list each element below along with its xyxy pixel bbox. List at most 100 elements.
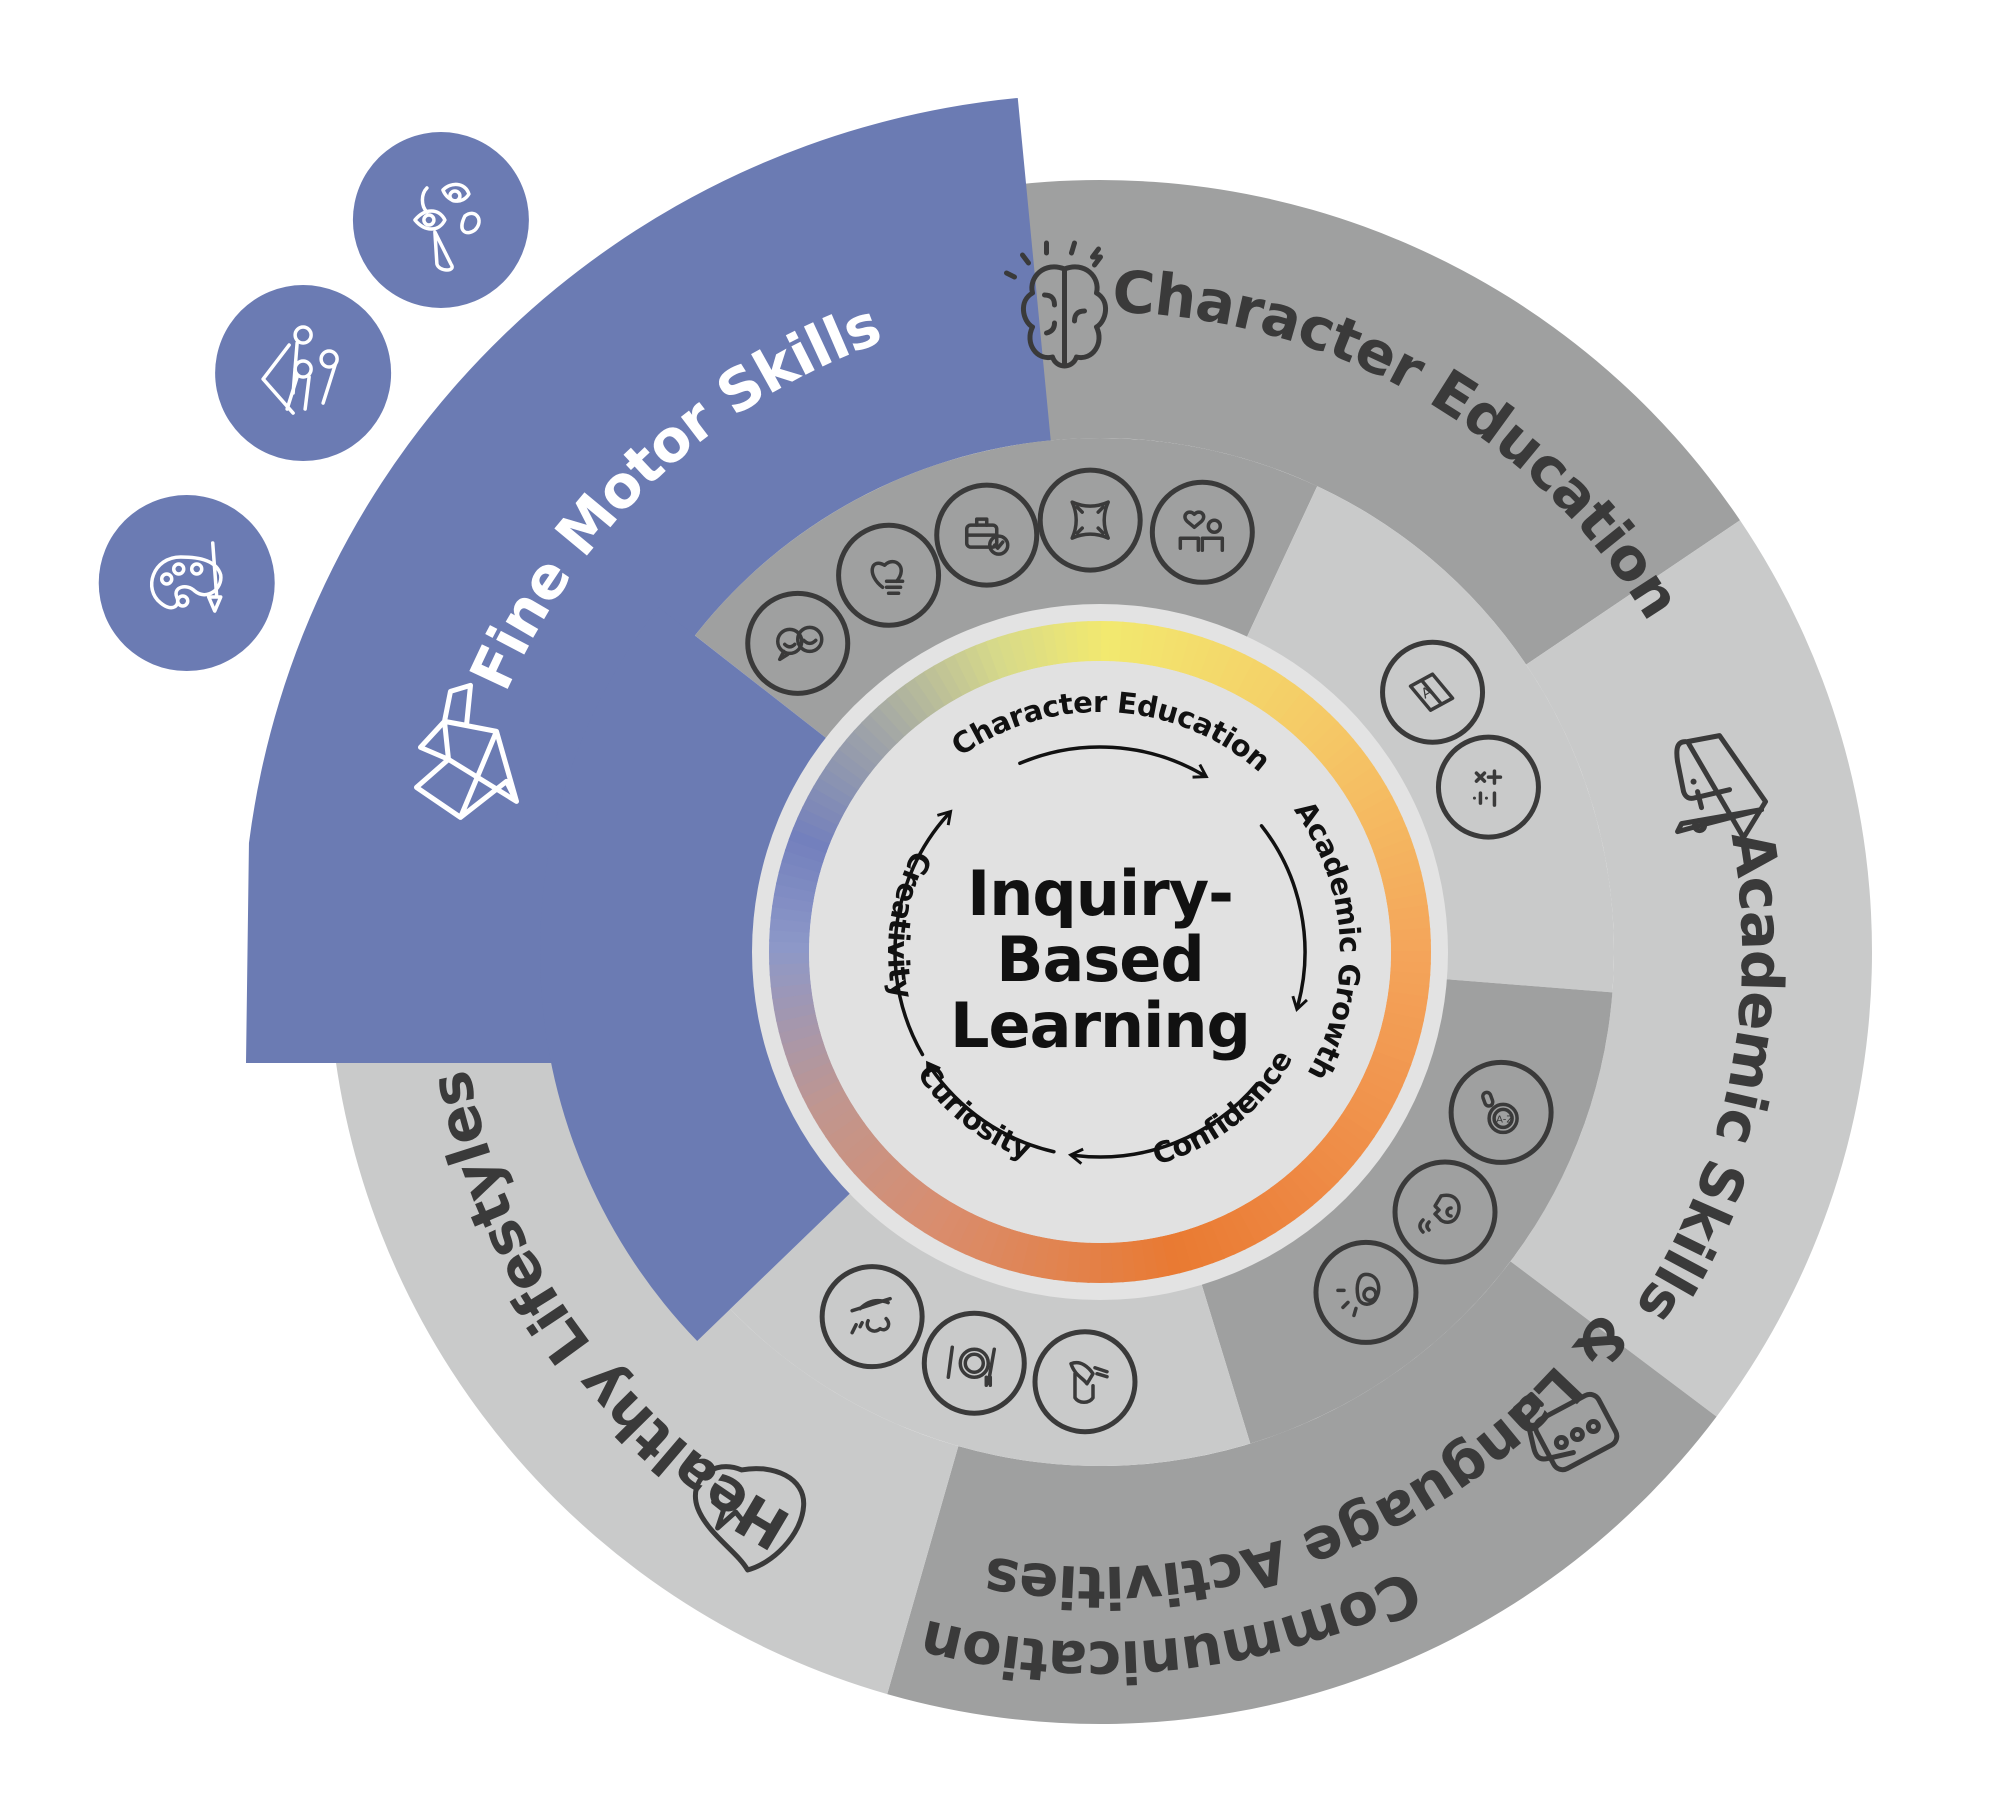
hub-ring-segment (797, 1069, 839, 1099)
hub-ring-segment (861, 713, 899, 751)
sector-healthy-lifestyles-inner[interactable] (730, 1192, 1251, 1466)
hub-ring-segment (974, 1221, 1002, 1264)
icon-ring (819, 1264, 925, 1370)
hub-ring-segment (1293, 705, 1331, 744)
hub-ring-segment (1361, 805, 1403, 835)
hub-ring-segment (953, 1213, 983, 1255)
palette-icon[interactable] (98, 495, 275, 672)
hub-ring-segment (1301, 713, 1339, 751)
briefcase-check-icon[interactable] (934, 482, 1040, 588)
sector-character-education-inner[interactable] (694, 437, 1318, 739)
hub-ring-segment (769, 950, 810, 965)
sector-communication-outer[interactable] (887, 1261, 1717, 1724)
math-symbols-icon[interactable] (1435, 734, 1541, 840)
hub-ring-segment (1159, 1234, 1182, 1277)
hub-ring-segment (1322, 1130, 1362, 1166)
hub-ring-segment (1244, 1198, 1277, 1240)
hub-ring-segment (807, 785, 849, 817)
hub-ring-segment (773, 882, 816, 903)
emoji-chat-icon[interactable] (745, 590, 851, 696)
sector-character-education-outer[interactable] (992, 180, 1741, 665)
hub-ring-segment (1286, 697, 1323, 737)
hub-ring-segment (775, 1011, 818, 1034)
hub-ring-segment (1226, 653, 1257, 696)
hub-ring-segment (781, 1031, 824, 1056)
hub-ring-segment (1278, 1174, 1314, 1214)
center-title-line3: Learning (950, 989, 1250, 1062)
icon-ring (1392, 1159, 1498, 1265)
sector-academic-skills-inner[interactable] (1246, 486, 1614, 993)
sector-fine-motor-skills-inner[interactable] (540, 607, 852, 1342)
hub-ring-segment (904, 676, 939, 718)
graduation-cap-icon (1674, 733, 1769, 841)
hub-ring-segment (985, 636, 1012, 679)
mouth-sound-icon[interactable] (1313, 1239, 1419, 1345)
speaking-head-icon[interactable] (1392, 1159, 1498, 1265)
hub-ring-segment (1379, 859, 1422, 883)
heart-handshake-icon[interactable] (836, 522, 942, 628)
icon-ring (934, 482, 1040, 588)
hub-ring-segment (1365, 1060, 1408, 1088)
hub-ring-segment (1030, 1236, 1051, 1279)
hub-ring-segment (845, 729, 885, 766)
hub-ring-segment (812, 1096, 854, 1129)
icon-ring (1037, 467, 1143, 573)
sector-fine-motor-skills-outer[interactable] (246, 97, 1051, 1063)
hub-ring-segment (996, 1228, 1021, 1271)
hub-ring-segment (1261, 1186, 1296, 1228)
sector-communication-inner[interactable] (1201, 979, 1613, 1444)
hub-ring-segment (913, 670, 947, 712)
hub-ring-segment (831, 747, 872, 782)
icon-ring (921, 1310, 1027, 1416)
hub-ring-segment (778, 859, 821, 883)
hub-ring-segment (1041, 1238, 1061, 1280)
friends-heart-icon[interactable] (1149, 479, 1255, 585)
washing-produce-icon[interactable] (819, 1264, 925, 1370)
cycle-arrows (893, 745, 1308, 1165)
hub-ring-segment (1308, 1145, 1347, 1183)
icon-ring (1380, 639, 1486, 745)
hub-ring-segment (1369, 1050, 1412, 1078)
sector-healthy-lifestyles-outer[interactable] (335, 1023, 959, 1695)
hub-ring-segment (923, 664, 956, 706)
hub-ring-segment (1007, 630, 1031, 673)
hub-ring-segment (1018, 627, 1041, 670)
hand-washing-icon[interactable] (1032, 1329, 1138, 1435)
hub-ring-segment (869, 1160, 907, 1199)
hub-gradient-ring (769, 621, 1431, 1283)
hub-ring-segment (953, 649, 983, 691)
alphabet-book-icon[interactable]: A (1380, 639, 1486, 745)
tangram-icon (413, 682, 519, 820)
scissors-cutting-icon[interactable] (215, 285, 392, 462)
hub-ring-segment (1376, 848, 1419, 873)
icon-ring (836, 522, 942, 628)
icon-ring (1313, 1239, 1419, 1345)
center-hub: Character Education Academic Growth Conf… (752, 604, 1448, 1300)
plate-cutlery-icon[interactable] (921, 1310, 1027, 1416)
hub-ring-segment (824, 1113, 866, 1148)
brain-icon (1003, 240, 1108, 369)
hub-ring-segment (964, 1217, 992, 1260)
hub-ring-segment (1334, 1113, 1376, 1148)
hub-ring-segment (1018, 1234, 1041, 1277)
hub-ring-segment (1351, 1087, 1393, 1119)
hub-ring-segment (1361, 1069, 1403, 1099)
hub-ring-segment (904, 1186, 939, 1228)
hub-ring-segment (943, 1208, 974, 1251)
stretch-icon[interactable] (1037, 467, 1143, 573)
magnifier-az-icon[interactable]: A-Z (1448, 1059, 1554, 1165)
hub-ring-segment (1390, 939, 1431, 954)
sector-academic-skills-outer[interactable] (1510, 520, 1872, 1417)
cycle-arrow (1067, 1082, 1259, 1165)
hub-ring-segment (812, 775, 854, 808)
hub-ring-segment (784, 837, 827, 864)
hub-ring-segment (1390, 927, 1431, 943)
hub-ring-segment (923, 1198, 956, 1240)
hub-ring-segment (886, 1174, 922, 1214)
svg-text:A-Z: A-Z (1496, 1114, 1513, 1125)
face-parts-icon[interactable] (352, 132, 529, 309)
hub-ring-segment (1301, 1153, 1339, 1191)
hub-ring-segment (1328, 1122, 1369, 1157)
heart-pulse-icon (693, 1464, 807, 1573)
